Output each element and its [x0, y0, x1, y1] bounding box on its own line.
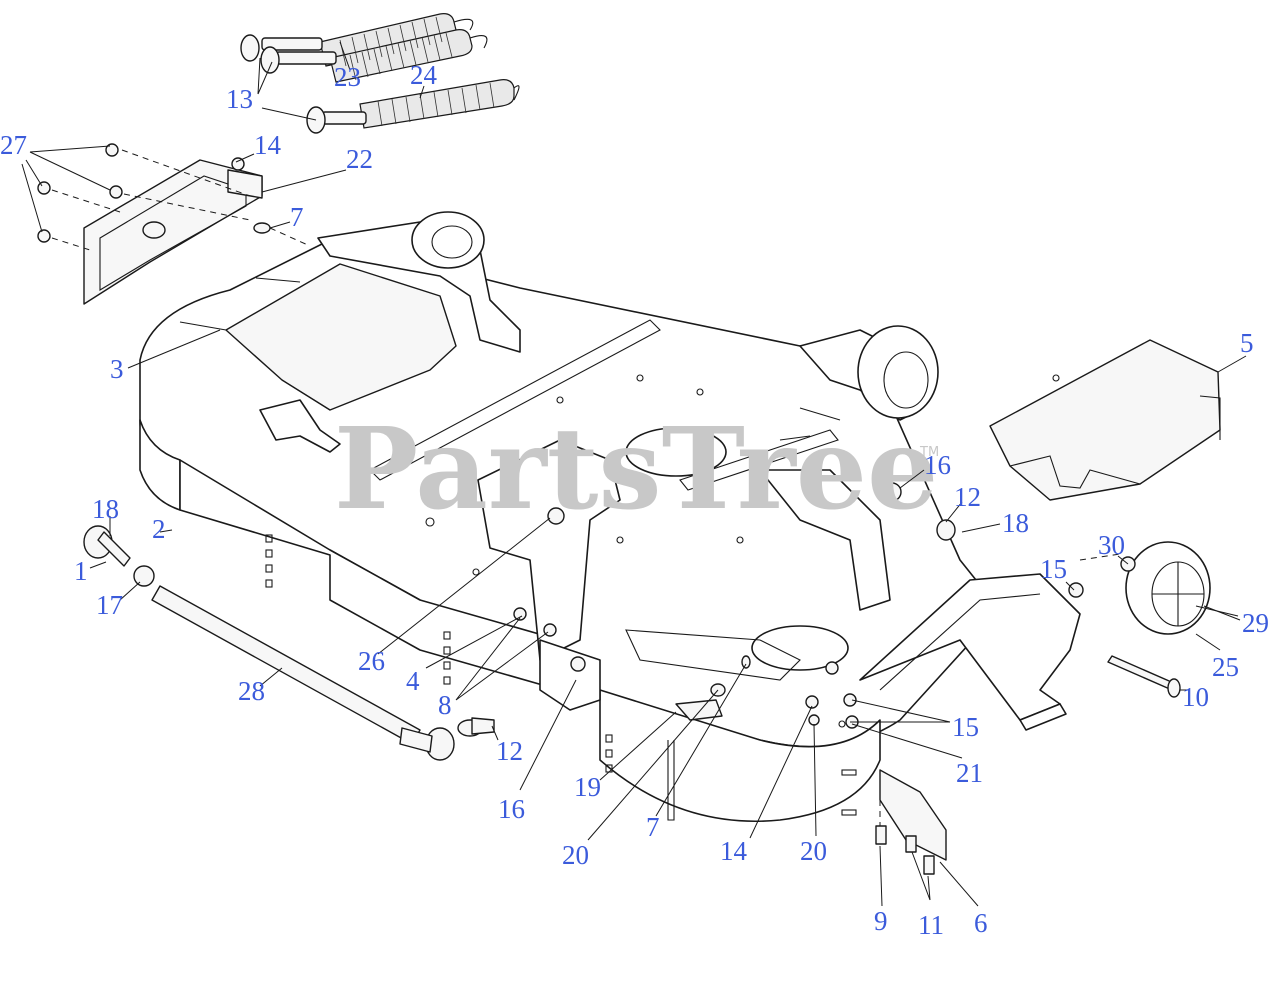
lift-shaft [83, 519, 956, 761]
spring-bracket-plate [37, 143, 311, 305]
hardware-small-parts [513, 553, 1121, 875]
callout-15-center: 15 [952, 712, 979, 742]
watermark-trademark: TM [919, 445, 939, 460]
callout-16-left: 16 [498, 794, 525, 824]
callout-4: 4 [406, 666, 420, 696]
callout-29: 29 [1242, 608, 1269, 638]
callout-25: 25 [1212, 652, 1239, 682]
callout-16-right: 16 [924, 450, 951, 480]
callout-3: 3 [110, 354, 124, 384]
callout-13: 13 [226, 84, 253, 114]
callout-14-bottom: 14 [720, 836, 748, 866]
spring-assembly [240, 13, 520, 134]
callout-17: 17 [96, 590, 123, 620]
mower-deck-housing [139, 211, 1001, 823]
callout-27: 27 [0, 130, 27, 160]
callout-28: 28 [238, 676, 265, 706]
callout-18-right: 18 [1002, 508, 1029, 538]
callout-leader-lines [21, 41, 1247, 907]
callout-5: 5 [1240, 328, 1254, 358]
callout-12-left: 12 [496, 736, 523, 766]
callout-12-right: 12 [954, 482, 981, 512]
callout-8: 8 [438, 690, 452, 720]
discharge-chute [989, 339, 1221, 501]
callout-20-left: 20 [562, 840, 589, 870]
callout-23: 23 [334, 62, 361, 92]
callout-20-right: 20 [800, 836, 827, 866]
callout-2: 2 [152, 514, 166, 544]
callout-9: 9 [874, 906, 888, 936]
watermark-text: PartsTree [334, 404, 938, 535]
callout-15-right: 15 [1040, 554, 1067, 584]
callout-1: 1 [74, 556, 88, 586]
callout-11: 11 [918, 910, 944, 940]
callout-10: 10 [1182, 682, 1209, 712]
callout-21: 21 [956, 758, 983, 788]
callout-26: 26 [358, 646, 385, 676]
callout-30: 30 [1098, 530, 1125, 560]
right-lift-arm [859, 573, 1084, 731]
callout-24: 24 [410, 60, 438, 90]
callout-7-top: 7 [290, 202, 304, 232]
callout-14-top: 14 [254, 130, 282, 160]
callout-19: 19 [574, 772, 601, 802]
callout-labels: 27 13 23 24 14 22 7 3 5 16 12 18 18 2 1 … [0, 60, 1269, 940]
callout-18-left: 18 [92, 494, 119, 524]
callout-7-bottom: 7 [646, 812, 660, 842]
callout-22: 22 [346, 144, 373, 174]
callout-6: 6 [974, 908, 988, 938]
